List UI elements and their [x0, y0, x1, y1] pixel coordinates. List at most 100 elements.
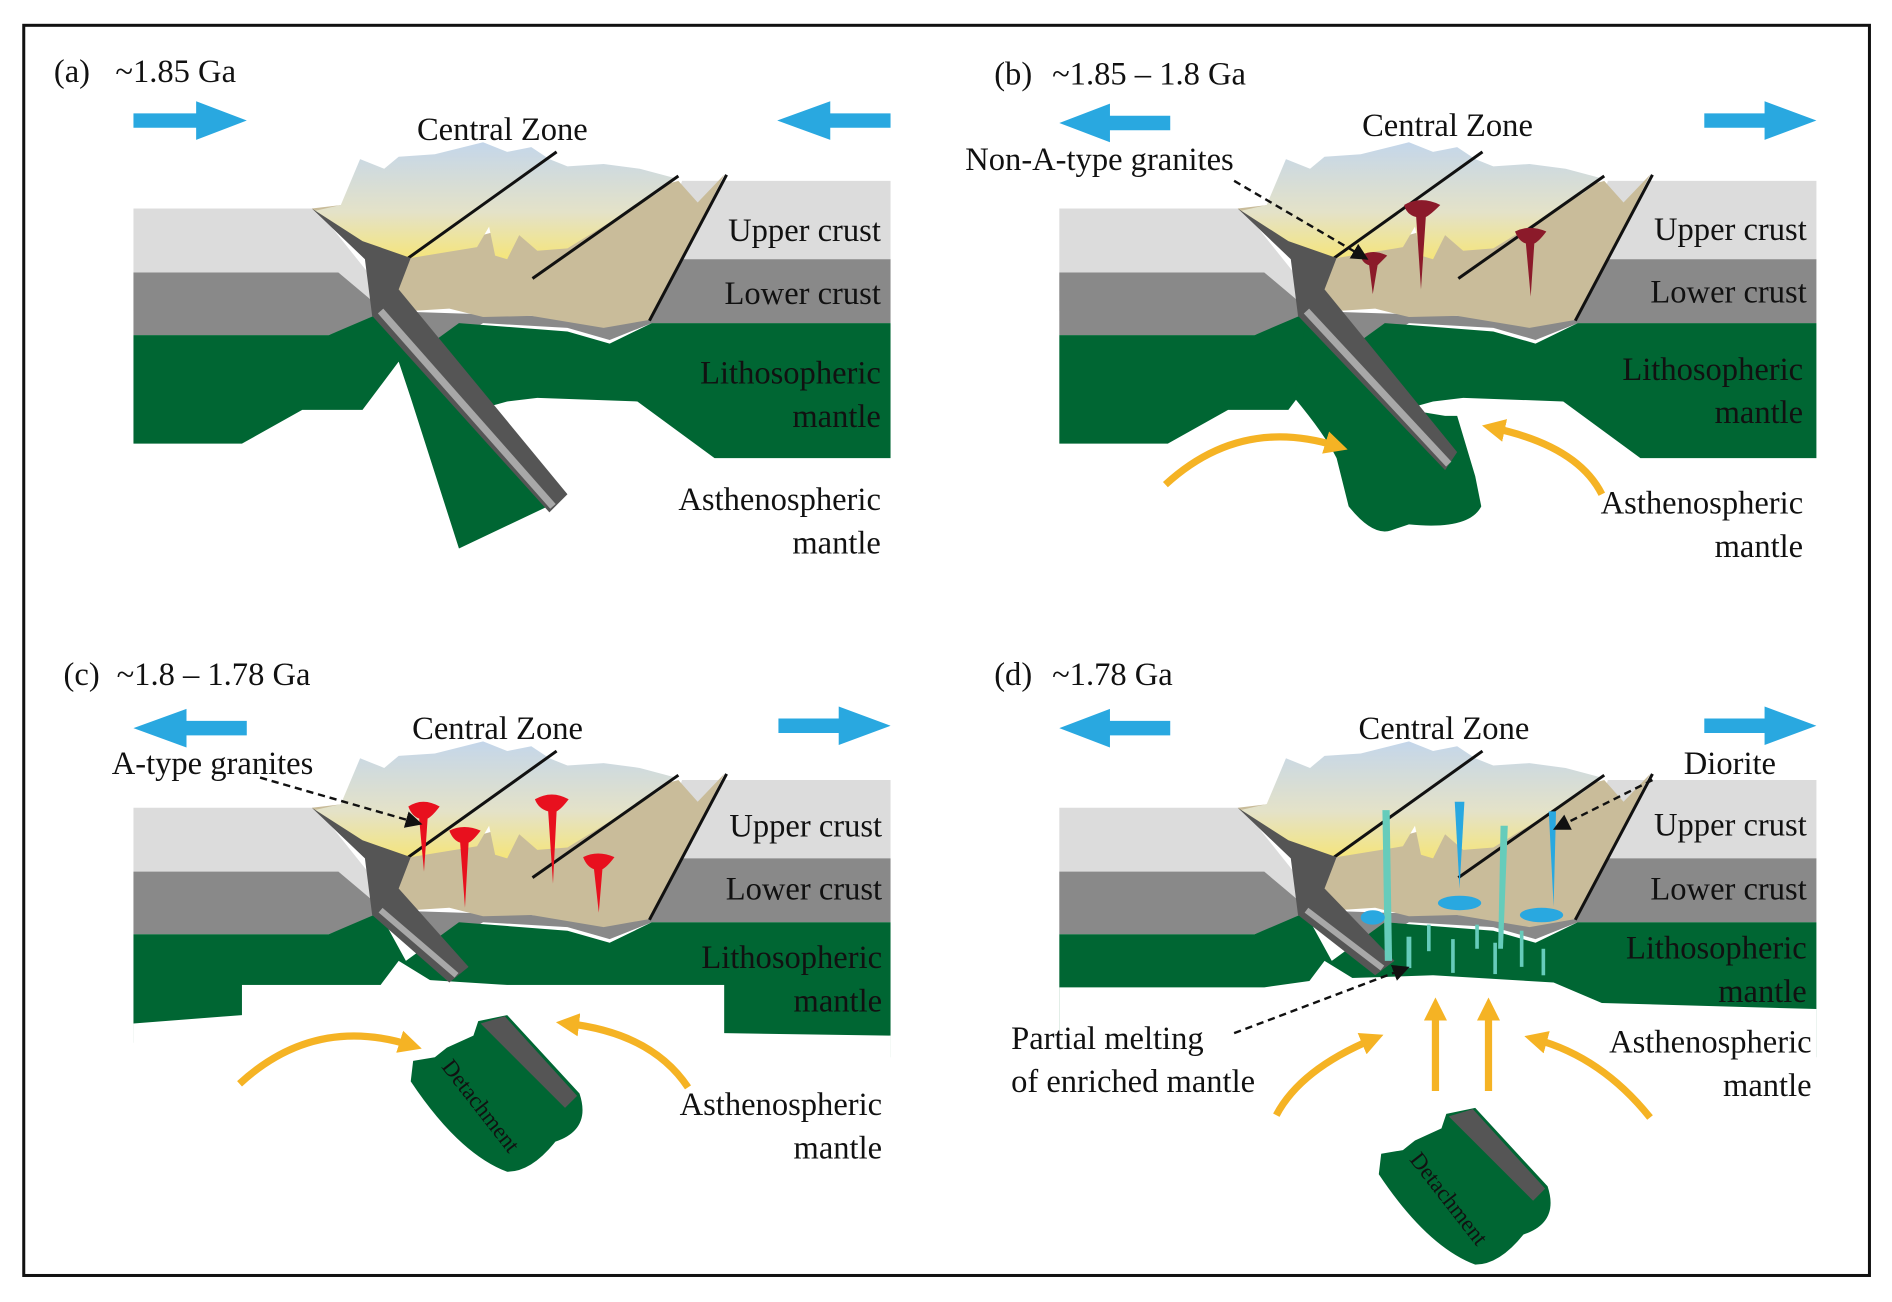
asthenosphere-flow-arrow [555, 1013, 692, 1090]
asthenospheric-mantle-label: Asthenospheric [680, 1087, 882, 1123]
melt-streak [1406, 936, 1412, 969]
melt-streak [1493, 942, 1497, 975]
labels-b: (b) ~1.85 – 1.8 Ga Central Zone Non-A-ty… [965, 56, 1806, 565]
melt-streak [1475, 924, 1479, 949]
panel-age: ~1.85 Ga [115, 54, 236, 90]
slab-stripe [1303, 308, 1452, 467]
plate-motion-arrow-right [1704, 101, 1817, 140]
cross-section [133, 142, 891, 459]
melt-annotation-leader [1233, 964, 1410, 1035]
granite-annotation: Non-A-type granites [965, 142, 1233, 178]
annotation-leader [259, 776, 423, 828]
panel-age: ~1.78 Ga [1052, 657, 1173, 693]
labels-d: (d) ~1.78 Ga Central Zone Diorite Upper … [994, 657, 1811, 1104]
slab-stripe [378, 907, 459, 978]
subducting-slab [311, 208, 568, 513]
fault-line [407, 150, 558, 260]
granite-intrusion [583, 853, 615, 913]
slab-remnant [311, 807, 469, 983]
upper-crust-label: Upper crust [1654, 212, 1807, 248]
upper-crust-label: Upper crust [1654, 807, 1807, 843]
lithospheric-mantle-label: Lithosopheric [700, 355, 881, 391]
panel-tag: (c) [64, 657, 100, 693]
diorite-dike [1454, 801, 1465, 889]
melt-dike [1498, 825, 1508, 949]
non-a-type-granite-intrusions [1360, 200, 1547, 297]
granite-intrusion [408, 801, 440, 872]
diorite-pool [1360, 910, 1385, 925]
asthenosphere-flow-arrow [1273, 1032, 1384, 1117]
lower-crust [133, 858, 891, 944]
fault-line [407, 749, 558, 859]
granite-intrusion [449, 827, 481, 908]
slab-stripe [1304, 907, 1385, 971]
plate-motion-arrow-right [133, 101, 247, 140]
upper-crust-right [1583, 180, 1817, 261]
lower-crust [1059, 858, 1817, 944]
panel-tag: (a) [54, 54, 90, 90]
upper-crust-right [1583, 779, 1817, 860]
fault-line [1573, 174, 1654, 322]
plate-motion-arrow-right [1704, 706, 1817, 746]
fault-line [1573, 773, 1654, 921]
panel-age: ~1.85 – 1.8 Ga [1052, 56, 1246, 92]
granite-intrusion [1360, 251, 1388, 295]
lower-crust-label: Lower crust [726, 871, 882, 907]
melt-streak [1519, 930, 1524, 967]
plate-motion-arrow-left [1059, 708, 1171, 748]
annotation-leader [1233, 179, 1369, 260]
asthenosphere-flow-arrow [237, 1030, 422, 1087]
lithospheric-mantle-label-2: mantle [792, 399, 881, 435]
lower-crust-label: Lower crust [725, 276, 881, 312]
cross-section [1059, 142, 1817, 459]
upper-crust-right [657, 779, 891, 860]
asthenospheric-mantle-label: Asthenospheric [1601, 486, 1803, 522]
asthenosphere-flow-arrow [1482, 419, 1606, 496]
asthenospheric-mantle-label-2: mantle [1723, 1068, 1812, 1104]
diorite-dike [1548, 811, 1557, 907]
plate-motion-arrow-left [777, 101, 891, 140]
slab-remnant [1237, 807, 1395, 976]
upper-crust-label: Upper crust [728, 213, 881, 249]
cross-section [133, 741, 891, 1058]
lithospheric-mantle-label-2: mantle [794, 983, 883, 1019]
partial-melt-streaks [1406, 924, 1546, 976]
central-zone-label: Central Zone [1362, 108, 1533, 144]
diorite-pool [1437, 895, 1482, 911]
central-zone-label: Central Zone [417, 112, 588, 148]
asthenospheric-mantle-label-2: mantle [792, 525, 881, 561]
panel-age: ~1.8 – 1.78 Ga [117, 657, 311, 693]
lithospheric-mantle [133, 313, 891, 459]
partial-melting-label: Partial melting [1011, 1021, 1204, 1057]
lithospheric-mantle-label-2: mantle [1718, 974, 1807, 1010]
plate-motion-arrow-left [1059, 103, 1171, 143]
asthenospheric-mantle-label-2: mantle [1715, 529, 1804, 565]
annotation-leader [1552, 778, 1653, 830]
detached-slab-stripe [480, 1016, 578, 1108]
lower-crust-label: Lower crust [1650, 275, 1806, 311]
detached-slab-stripe [1448, 1109, 1546, 1201]
upper-crust-label: Upper crust [729, 809, 882, 845]
lithospheric-mantle [1059, 313, 1817, 459]
asthenosphere-flow-arrow [1524, 1031, 1653, 1120]
panel-tag: (d) [994, 657, 1032, 693]
panel-d: Detachment [1059, 706, 1817, 1265]
melt-dike [1382, 810, 1393, 961]
granite-intrusion [1515, 227, 1547, 297]
panel-a [133, 101, 891, 549]
cross-section [133, 741, 891, 1058]
fault-line [1457, 773, 1606, 879]
lower-crust [133, 259, 891, 345]
panel-c: Detachment [133, 706, 891, 1172]
melt-streak [1451, 939, 1455, 973]
lower-crust-label: Lower crust [1650, 871, 1806, 907]
plate-motion-arrow-left [133, 708, 247, 748]
panel-tag: (b) [994, 56, 1032, 92]
granite-intrusion [534, 794, 569, 884]
granite-intrusion [1404, 200, 1441, 290]
partial-melting-label-2: of enriched mantle [1011, 1064, 1255, 1100]
asthenospheric-mantle-label-2: mantle [794, 1131, 883, 1167]
detached-slab-block [1378, 1107, 1551, 1265]
cross-section [1059, 142, 1817, 459]
